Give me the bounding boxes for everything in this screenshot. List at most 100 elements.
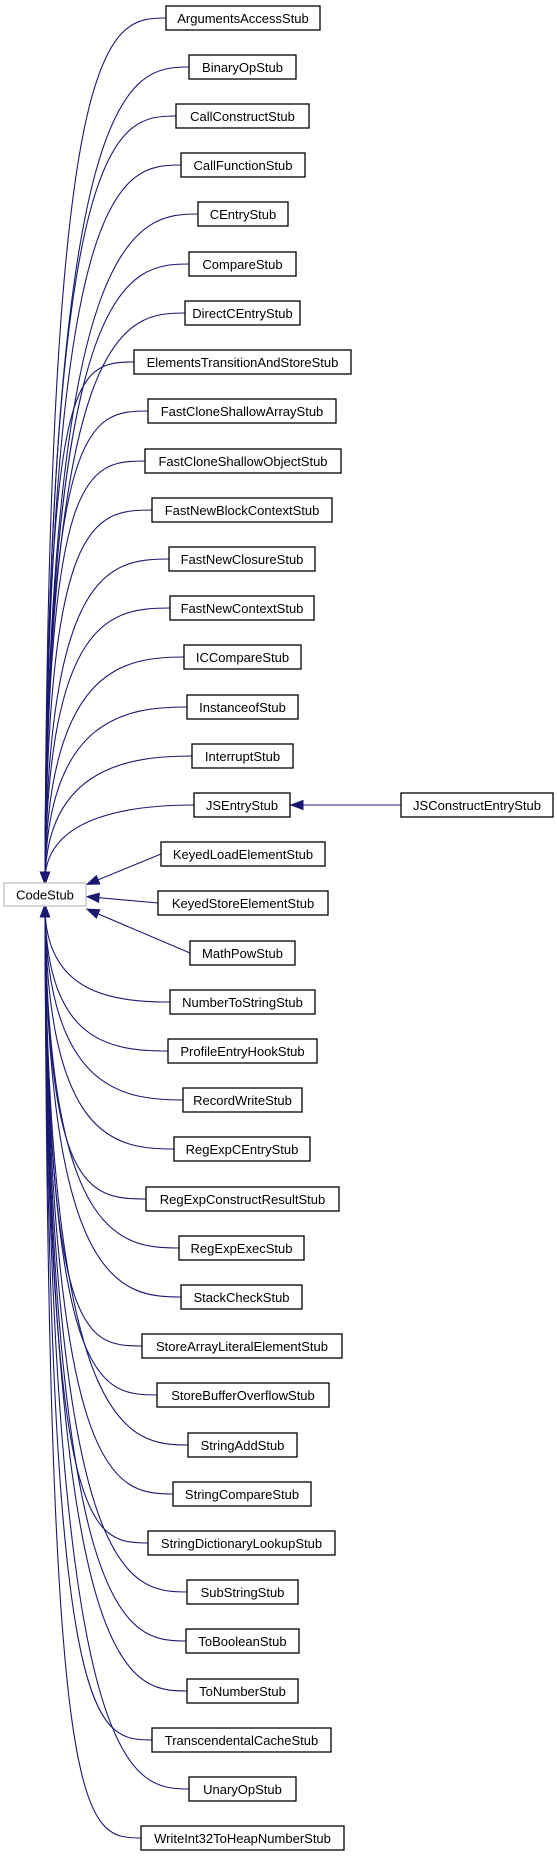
edge-regexpcentrystub-to-codestub [44, 910, 175, 1150]
node-interruptstub[interactable]: InterruptStub [191, 743, 294, 769]
arrowhead-keyedstoreelementstub [85, 892, 100, 903]
writeint32toheapnumberstub-label: WriteInt32ToHeapNumberStub [154, 1831, 331, 1846]
node-jsconstructentrystub[interactable]: JSConstructEntryStub [400, 792, 554, 818]
node-tobooleanstub[interactable]: ToBooleanStub [185, 1628, 300, 1654]
jsconstructentrystub-box[interactable] [400, 792, 554, 818]
recordwritestub-label: RecordWriteStub [193, 1093, 292, 1108]
node-codestub[interactable]: CodeStub [3, 882, 87, 907]
node-iccomparestub[interactable]: ICCompareStub [183, 644, 302, 670]
recordwritestub-box[interactable] [182, 1087, 303, 1113]
profileentryhookstub-box[interactable] [167, 1038, 318, 1064]
jsentrystub-box[interactable] [193, 792, 291, 818]
iccomparestub-box[interactable] [183, 644, 302, 670]
arrowhead-writeint32toheapnumberstub [39, 903, 51, 918]
instanceofstub-label: InstanceofStub [199, 700, 286, 715]
node-directcentrystub[interactable]: DirectCEntryStub [184, 300, 301, 326]
node-elementstransitionandstorestub[interactable]: ElementsTransitionAndStoreStub [133, 349, 352, 375]
callconstructstub-box[interactable] [175, 103, 310, 129]
node-comparestub[interactable]: CompareStub [188, 251, 297, 277]
node-instanceofstub[interactable]: InstanceofStub [186, 694, 299, 720]
node-profileentryhookstub[interactable]: ProfileEntryHookStub [167, 1038, 318, 1064]
fastcloneshallowarraystub-box[interactable] [147, 398, 337, 424]
tonumberstub-box[interactable] [186, 1678, 299, 1704]
node-fastnewclosurestub[interactable]: FastNewClosureStub [168, 546, 316, 572]
regexpexecstub-box[interactable] [178, 1235, 305, 1261]
instanceofstub-box[interactable] [186, 694, 299, 720]
node-argumentsaccessstub[interactable]: ArgumentsAccessStub [165, 5, 321, 31]
storebufferoverflowstub-box[interactable] [156, 1382, 330, 1408]
directcentrystub-box[interactable] [184, 300, 301, 326]
node-keyedstoreelementstub[interactable]: KeyedStoreElementStub [157, 890, 329, 916]
transcendentalcachestub-box[interactable] [151, 1727, 332, 1753]
node-fastnewcontextstub[interactable]: FastNewContextStub [169, 595, 315, 621]
stackcheckstub-box[interactable] [180, 1284, 303, 1310]
node-storebufferoverflowstub[interactable]: StoreBufferOverflowStub [156, 1382, 330, 1408]
edge-substringstub-to-codestub [44, 910, 188, 1593]
regexpcentrystub-box[interactable] [173, 1136, 311, 1162]
interruptstub-box[interactable] [191, 743, 294, 769]
node-keyedloadelementstub[interactable]: KeyedLoadElementStub [160, 841, 326, 867]
node-binaryopstub[interactable]: BinaryOpStub [188, 54, 297, 80]
edge-stringaddstub-to-codestub [44, 910, 189, 1446]
edge-iccomparestub-to-codestub [44, 656, 185, 879]
node-transcendentalcachestub[interactable]: TranscendentalCacheStub [151, 1727, 332, 1753]
centrystub-box[interactable] [197, 201, 289, 227]
unaryopstub-label: UnaryOpStub [203, 1782, 282, 1797]
arrowhead-mathpowstub [85, 908, 101, 919]
node-storearrayliteralelementstub[interactable]: StoreArrayLiteralElementStub [141, 1333, 343, 1359]
elementstransitionandstorestub-box[interactable] [133, 349, 352, 375]
node-numbertostringstub[interactable]: NumberToStringStub [169, 989, 316, 1015]
node-jsentrystub[interactable]: JSEntryStub [193, 792, 291, 818]
node-stringdictionarylookupstub[interactable]: StringDictionaryLookupStub [147, 1530, 336, 1556]
callfunctionstub-box[interactable] [180, 152, 306, 178]
fastcloneshallowarraystub-label: FastCloneShallowArrayStub [161, 404, 324, 419]
tonumberstub-label: ToNumberStub [199, 1684, 286, 1699]
node-stringcomparestub[interactable]: StringCompareStub [172, 1481, 312, 1507]
stringcomparestub-box[interactable] [172, 1481, 312, 1507]
binaryopstub-box[interactable] [188, 54, 297, 80]
node-callconstructstub[interactable]: CallConstructStub [175, 103, 310, 129]
node-callfunctionstub[interactable]: CallFunctionStub [180, 152, 306, 178]
node-tonumberstub[interactable]: ToNumberStub [186, 1678, 299, 1704]
node-fastcloneshallowarraystub[interactable]: FastCloneShallowArrayStub [147, 398, 337, 424]
stringaddstub-box[interactable] [187, 1432, 298, 1458]
unaryopstub-box[interactable] [188, 1776, 297, 1802]
mathpowstub-box[interactable] [189, 940, 296, 966]
codestub-box[interactable] [3, 882, 87, 907]
writeint32toheapnumberstub-box[interactable] [140, 1825, 345, 1851]
stringdictionarylookupstub-box[interactable] [147, 1530, 336, 1556]
directcentrystub-label: DirectCEntryStub [192, 306, 292, 321]
fastnewclosurestub-box[interactable] [168, 546, 316, 572]
edge-fastnewclosurestub-to-codestub [44, 558, 170, 879]
edge-fastnewblockcontextstub-to-codestub [44, 509, 153, 879]
fastnewcontextstub-box[interactable] [169, 595, 315, 621]
node-regexpexecstub[interactable]: RegExpExecStub [178, 1235, 305, 1261]
arrowhead-keyedloadelementstub [85, 874, 101, 885]
storearrayliteralelementstub-box[interactable] [141, 1333, 343, 1359]
node-regexpcentrystub[interactable]: RegExpCEntryStub [173, 1136, 311, 1162]
node-centrystub[interactable]: CEntryStub [197, 201, 289, 227]
keyedstoreelementstub-box[interactable] [157, 890, 329, 916]
fastnewcontextstub-label: FastNewContextStub [181, 601, 304, 616]
regexpconstructresultstub-box[interactable] [145, 1186, 340, 1212]
edge-centrystub-to-codestub [44, 213, 199, 879]
edge-writeint32toheapnumberstub-to-codestub [44, 910, 142, 1839]
node-recordwritestub[interactable]: RecordWriteStub [182, 1087, 303, 1113]
fastcloneshallowobjectstub-box[interactable] [144, 448, 342, 474]
node-writeint32toheapnumberstub[interactable]: WriteInt32ToHeapNumberStub [140, 1825, 345, 1851]
node-stringaddstub[interactable]: StringAddStub [187, 1432, 298, 1458]
tobooleanstub-box[interactable] [185, 1628, 300, 1654]
node-mathpowstub[interactable]: MathPowStub [189, 940, 296, 966]
comparestub-box[interactable] [188, 251, 297, 277]
node-substringstub[interactable]: SubStringStub [186, 1579, 299, 1605]
node-regexpconstructresultstub[interactable]: RegExpConstructResultStub [145, 1186, 340, 1212]
node-stackcheckstub[interactable]: StackCheckStub [180, 1284, 303, 1310]
keyedloadelementstub-box[interactable] [160, 841, 326, 867]
node-fastcloneshallowobjectstub[interactable]: FastCloneShallowObjectStub [144, 448, 342, 474]
argumentsaccessstub-box[interactable] [165, 5, 321, 31]
substringstub-box[interactable] [186, 1579, 299, 1605]
node-unaryopstub[interactable]: UnaryOpStub [188, 1776, 297, 1802]
numbertostringstub-box[interactable] [169, 989, 316, 1015]
node-fastnewblockcontextstub[interactable]: FastNewBlockContextStub [151, 497, 333, 523]
fastnewblockcontextstub-box[interactable] [151, 497, 333, 523]
